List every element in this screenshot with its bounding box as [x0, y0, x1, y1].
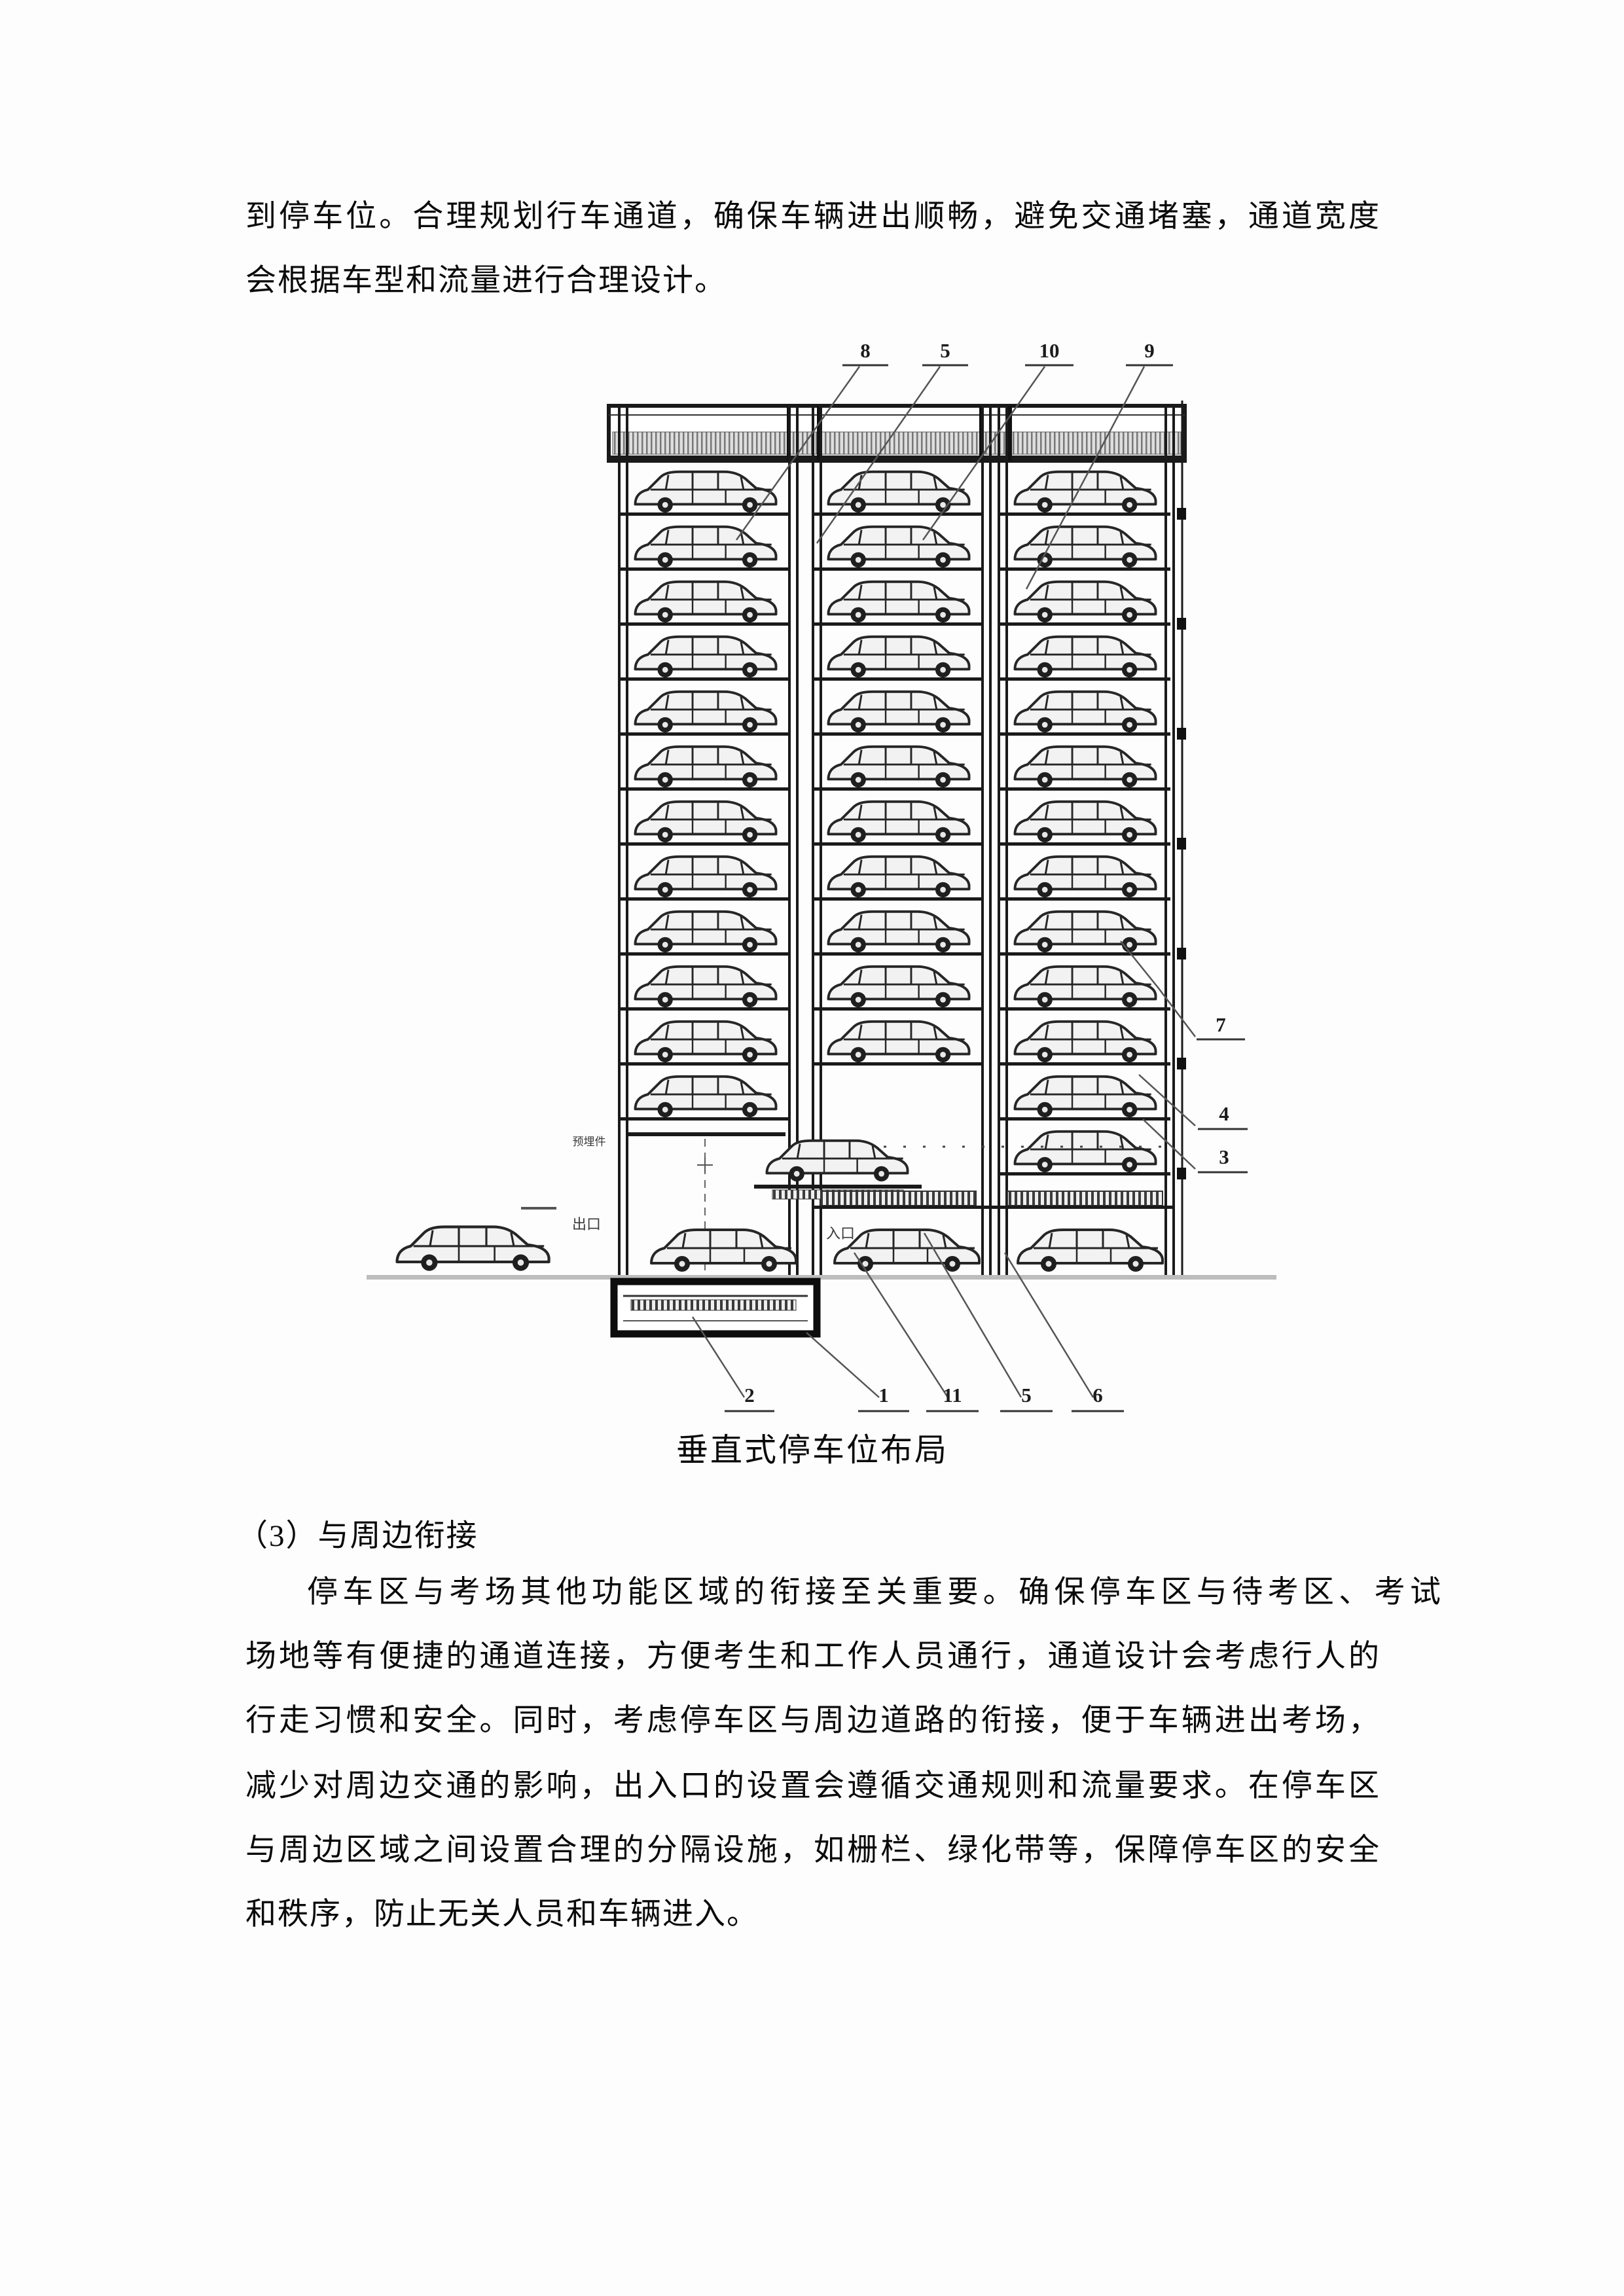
annotation-embed-label: 预埋件: [573, 1136, 606, 1148]
paragraph-line: 场地等有便捷的通道连接，方便考生和工作人员通行，通道设计会考虑行人的: [245, 1640, 1379, 1674]
callout-top-2: 5: [940, 339, 950, 362]
callout-top-4: 9: [1144, 339, 1155, 362]
annotation-entrance-label: 入口: [826, 1225, 855, 1242]
transfer-car: [754, 1139, 922, 1200]
callout-right-1: 7: [1216, 1013, 1226, 1036]
ground-line: [367, 1275, 1276, 1280]
callout-bottom-1: 2: [744, 1384, 755, 1407]
paragraph-line: 行走习惯和安全。同时，考虑停车区与周边道路的衔接，便于车辆进出考场，: [245, 1704, 1379, 1738]
paragraph-line: 停车区与考场其他功能区域的衔接至关重要。确保停车区与待考区、考试: [307, 1575, 1441, 1609]
figure-caption: 垂直式停车位布局: [676, 1432, 948, 1468]
callout-top-1: 8: [860, 339, 871, 362]
ground-level-cars: [397, 1227, 1163, 1272]
section-heading: （3）与周边衔接: [237, 1519, 478, 1553]
callout-ticks: [725, 364, 1248, 1412]
right-wall-studs: [1177, 508, 1186, 1179]
parking-tower-diagram: 8 5 10 9 7 4 3 2 1 11 5 6 预埋件 出口 入口: [367, 339, 1276, 1412]
callout-top-3: 10: [1039, 339, 1060, 362]
callout-right-3: 3: [1219, 1145, 1229, 1168]
callout-bottom-5: 6: [1092, 1384, 1103, 1407]
paragraph-line: 到停车位。合理规划行车通道，确保车辆进出顺畅，避免交通堵塞，通道宽度: [245, 200, 1379, 234]
tower-rails: [618, 401, 1183, 1275]
paragraph-line: 和秩序，防止无关人员和车辆进入。: [245, 1897, 759, 1931]
callout-leader-lines: [691, 366, 1196, 1398]
callout-bottom-3: 11: [943, 1384, 962, 1407]
callout-bottom-4: 5: [1021, 1384, 1032, 1407]
callout-right-2: 4: [1219, 1102, 1229, 1125]
foundation-pit: [610, 1278, 821, 1338]
annotation-exit-label: 出口: [572, 1216, 601, 1232]
callout-bottom-2: 1: [878, 1384, 889, 1407]
paragraph-line: 会根据车型和流量进行合理设计。: [245, 264, 727, 298]
stacked-car-pallets: [620, 470, 1170, 1175]
paragraph-line: 减少对周边交通的影响，出入口的设置会遵循交通规则和流量要求。在停车区: [245, 1769, 1379, 1803]
entry-platforms: [812, 1191, 1174, 1209]
paragraph-line: 与周边区域之间设置合理的分隔设施，如栅栏、绿化带等，保障停车区的安全: [245, 1833, 1379, 1867]
hoist-machinery-band: [607, 404, 1187, 463]
